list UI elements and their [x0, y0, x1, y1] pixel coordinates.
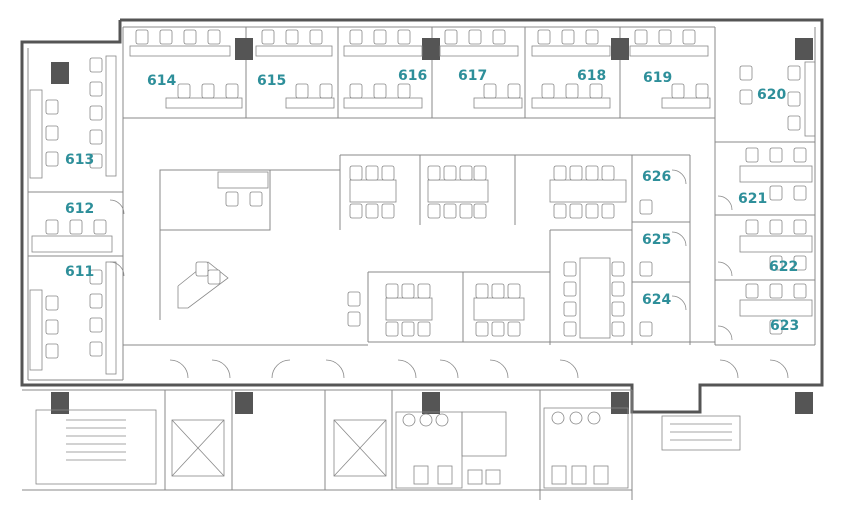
room-label-619: 619 [643, 70, 672, 86]
room-label-626: 626 [642, 169, 671, 185]
room-label-612: 612 [65, 201, 94, 217]
doors [109, 169, 789, 379]
building-core [35, 407, 741, 489]
room-label-621: 621 [738, 191, 767, 207]
interior-walls [22, 26, 816, 500]
furniture [29, 29, 816, 375]
room-label-625: 625 [642, 232, 671, 248]
room-label-613: 613 [65, 152, 94, 168]
room-labels: 613 612 611 614 615 616 617 618 619 620 … [65, 68, 799, 334]
room-label-624: 624 [642, 292, 671, 308]
room-label-623: 623 [770, 318, 799, 334]
room-label-620: 620 [757, 87, 786, 103]
room-label-622: 622 [769, 259, 798, 275]
room-label-611: 611 [65, 264, 94, 280]
room-label-615: 615 [257, 73, 286, 89]
room-label-617: 617 [458, 68, 487, 84]
room-label-618: 618 [577, 68, 606, 84]
room-label-616: 616 [398, 68, 427, 84]
room-label-614: 614 [147, 73, 176, 89]
